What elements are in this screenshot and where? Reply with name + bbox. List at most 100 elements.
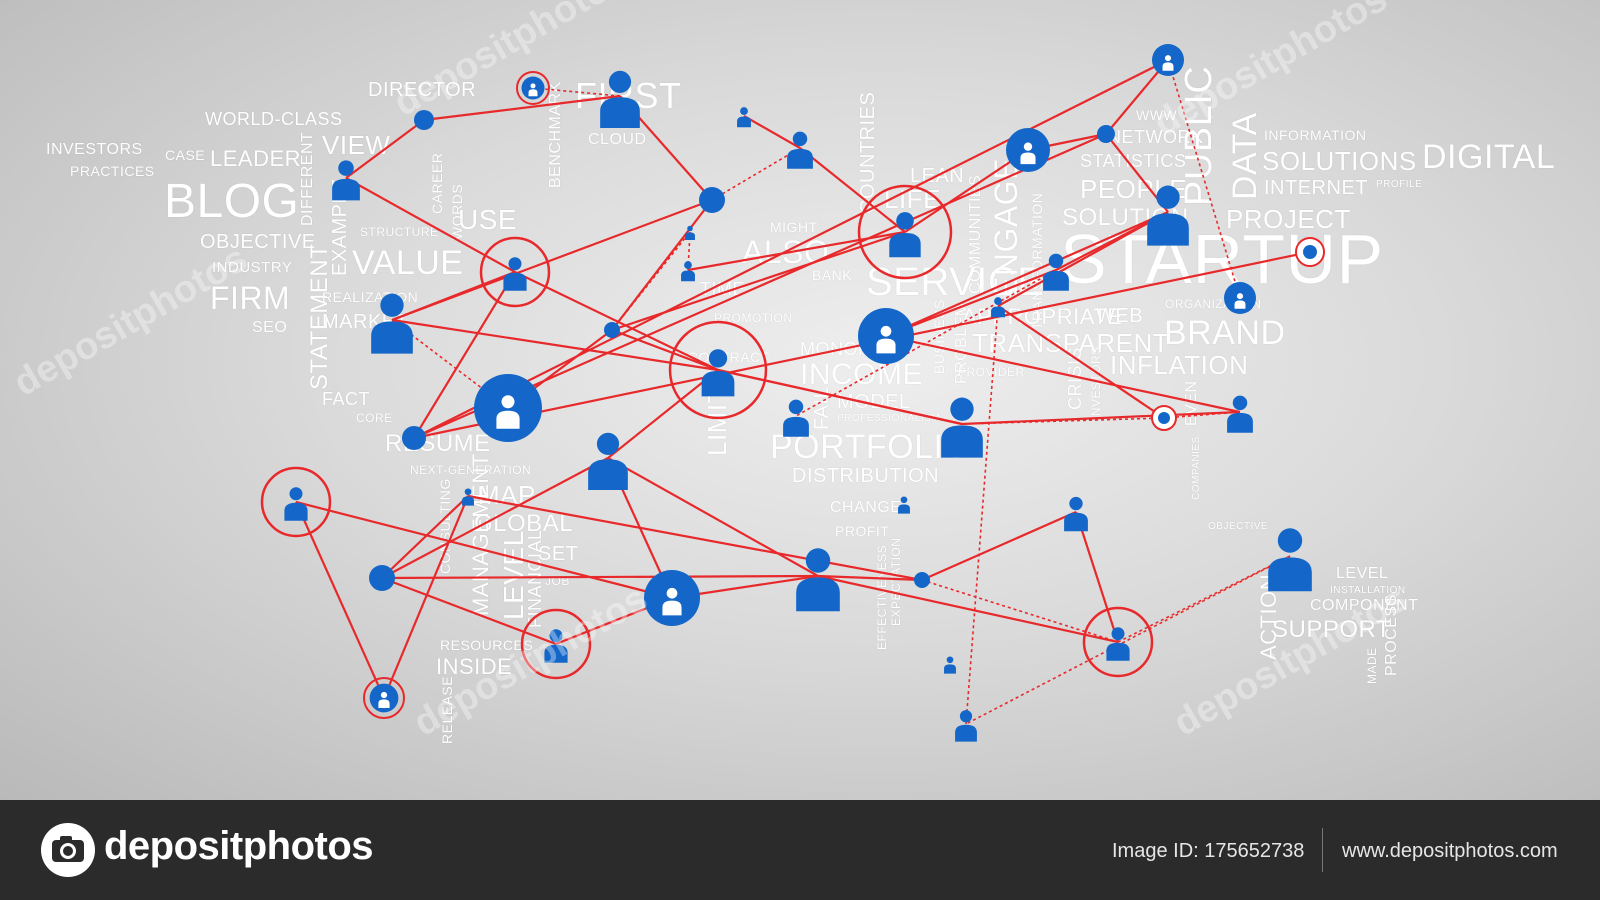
cloud-word: INSIDE [436,654,513,679]
network-link [611,328,719,372]
person-head [666,587,678,599]
person-head [1232,395,1248,411]
cloud-word: PROJECT [1226,204,1351,234]
network-node [1064,496,1088,532]
cloud-word: WEB [1096,305,1144,327]
person-body [685,232,695,240]
network-link [607,369,719,459]
node-dot [414,110,434,130]
person-body [876,338,896,354]
network-link [381,495,469,579]
network-node [414,110,434,130]
cloud-word: SOLUTIONS [1262,146,1417,176]
cloud-word: CHANGE [830,499,902,516]
network-link [345,177,516,273]
network-link [381,574,819,580]
node-dot [1303,245,1317,259]
person-head [608,70,632,94]
network-link [817,574,1119,644]
cloud-word: FACT [322,389,371,409]
person-body [796,577,840,612]
cloud-word: PROFILE [1376,179,1423,190]
network-link [381,457,609,579]
network-node [783,399,809,437]
network-link [997,211,1169,307]
network-node [1295,237,1325,267]
person-head [1164,55,1172,62]
network-node [369,565,395,591]
cloud-word: SERVICE [866,260,1045,304]
cloud-word: WWW [1136,107,1178,123]
person-body [1106,642,1130,661]
cloud-word: COMPONENT [1310,597,1419,614]
node-ring [520,608,592,680]
person-head [380,293,404,317]
node-ring [479,236,551,308]
people-network-graph [260,44,1325,742]
network-node [371,293,413,354]
cloud-word: FIRM [210,280,291,316]
network-node [681,261,695,282]
network-node [1082,606,1154,678]
brand-logo-text[interactable]: depositphotos [104,824,374,868]
person-head [501,395,515,409]
cloud-word: CORE [356,411,393,425]
person-head [1111,627,1125,641]
person-head [946,656,954,664]
network-link [1074,511,1120,643]
person-head [684,261,692,269]
cloud-word: LIFE [884,184,941,214]
person-body [600,97,640,128]
cloud-word: PROVIDER [958,365,1025,379]
network-link [904,149,1029,233]
cloud-word: PROMOTION [714,311,793,325]
person-head [338,160,354,176]
network-link [1105,59,1169,135]
cloud-word: INCOME [800,358,923,391]
network-node [858,308,914,364]
cloud-word: SUPPORT [1272,616,1392,643]
node-dot [699,187,725,213]
cloud-word: STRUCTURE [360,225,439,239]
cloud-word: OBJECTIVE [200,231,316,253]
network-node [644,570,700,626]
network-node [600,70,640,128]
network-node [898,496,910,514]
site-url[interactable]: www.depositphotos.com [1342,840,1558,862]
network-node [1152,44,1184,76]
cloud-word: RESOURCES [440,637,534,653]
person-head [959,710,973,723]
network-link [391,270,516,322]
cloud-word: BANK [812,267,853,283]
cloud-word: CONTRACT [688,349,770,365]
person-head [508,257,522,271]
person-head [792,131,808,147]
network-link [799,147,906,233]
image-id-label: Image ID: 175652738 [1112,840,1305,862]
network-node [857,184,953,280]
person-body [332,178,360,201]
cloud-word: INDUSTRY [212,259,293,276]
network-link [381,576,557,646]
cloud-word: MIGHT [770,219,818,235]
network-link [965,305,999,725]
person-head [950,397,974,421]
network-node [604,322,620,338]
person-head [1277,528,1303,553]
network-link [382,495,470,699]
cloud-word: OBJECTIVE [1208,521,1269,532]
person-body [737,116,751,128]
person-body [503,272,527,291]
network-link [413,59,1169,439]
network-link [885,210,1169,338]
cloud-word: NEXT-GENERATION [410,463,532,477]
network-node [796,548,840,612]
person-head [687,225,693,232]
person-head [994,297,1002,305]
person-body [787,148,813,169]
person-head [530,83,536,89]
person-head [708,349,728,368]
network-node [914,572,930,588]
network-node [260,466,332,538]
person-body [898,504,910,514]
